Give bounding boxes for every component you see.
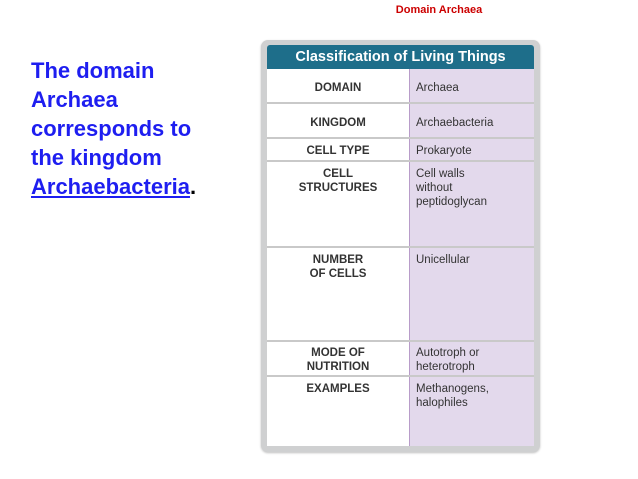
row-value-mode-of-nutrition: Autotroph or heterotroph xyxy=(416,346,531,374)
row-value-cell-structures: Cell walls without peptidoglycan xyxy=(416,167,531,209)
kingdom-term: Archaebacteria xyxy=(31,174,190,199)
value-line: peptidoglycan xyxy=(416,196,487,208)
column-divider xyxy=(409,69,410,446)
statement-line: corresponds to xyxy=(31,116,192,141)
slide-header-title: Domain Archaea xyxy=(395,4,483,16)
label-line: MODE OF xyxy=(311,347,365,359)
value-line: Cell walls xyxy=(416,168,465,180)
value-line: heterotroph xyxy=(416,361,475,373)
value-line: without xyxy=(416,182,453,194)
label-line: NUTRITION xyxy=(306,361,370,373)
statement-line: Archaebacteria. xyxy=(31,172,261,201)
value-column xyxy=(410,69,534,446)
row-divider xyxy=(267,137,534,139)
statement-line: Archaea xyxy=(31,87,118,112)
row-label-kingdom: KINGDOM xyxy=(310,117,366,129)
row-divider xyxy=(267,246,534,248)
statement-line: the kingdom xyxy=(31,145,162,170)
row-value-kingdom: Archaebacteria xyxy=(416,117,494,129)
row-value-examples: Methanogens, halophiles xyxy=(416,382,531,410)
statement-period: . xyxy=(189,174,197,199)
value-line: halophiles xyxy=(416,397,468,409)
statement-line: The domain xyxy=(31,58,155,83)
row-divider xyxy=(267,340,534,342)
label-line: OF CELLS xyxy=(309,268,367,280)
row-label-examples: EXAMPLES xyxy=(306,383,370,395)
archaea-statement: The domain Archaea corresponds to the ki… xyxy=(31,56,261,201)
label-line: NUMBER xyxy=(312,254,364,266)
row-divider xyxy=(267,160,534,162)
row-label-mode-of-nutrition: MODE OF NUTRITION xyxy=(283,346,393,374)
row-label-domain: DOMAIN xyxy=(314,82,362,94)
label-line: CELL xyxy=(322,168,354,180)
row-divider xyxy=(267,102,534,104)
label-column xyxy=(267,69,409,446)
row-label-cell-type: CELL TYPE xyxy=(306,145,370,157)
row-label-cell-structures: CELL STRUCTURES xyxy=(283,167,393,195)
table-title: Classification of Living Things xyxy=(267,45,534,69)
value-line: Autotroph or xyxy=(416,347,480,359)
row-divider xyxy=(267,375,534,377)
row-label-number-of-cells: NUMBER OF CELLS xyxy=(283,253,393,281)
row-value-domain: Archaea xyxy=(416,82,459,94)
label-line: STRUCTURES xyxy=(298,182,378,194)
value-line: Methanogens, xyxy=(416,383,489,395)
row-value-number-of-cells: Unicellular xyxy=(416,254,470,266)
classification-table: Classification of Living Things DOMAIN A… xyxy=(261,40,540,452)
row-value-cell-type: Prokaryote xyxy=(416,145,472,157)
